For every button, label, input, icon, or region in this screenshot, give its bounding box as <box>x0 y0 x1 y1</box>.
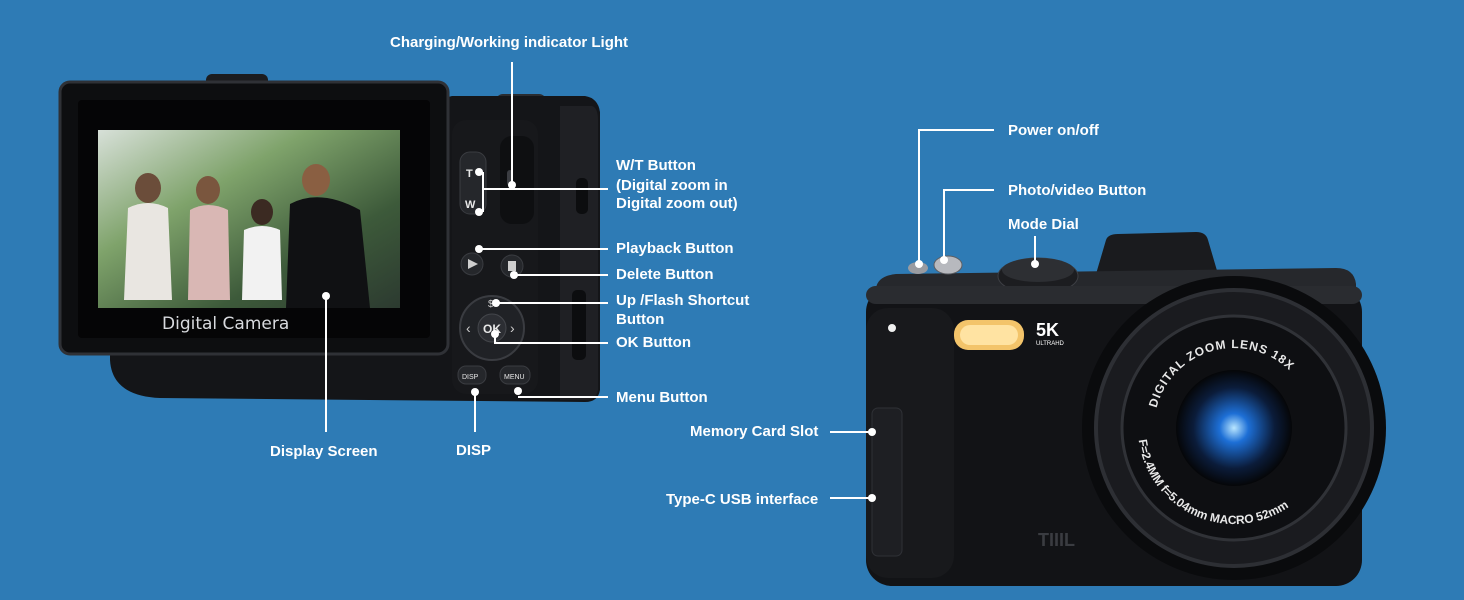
callout-dot-ok <box>491 330 499 338</box>
flash-hump <box>1096 232 1218 274</box>
front-camera-illustration: 5K ULTRAHD TIIIL DIGITAL ZOOM LENS 18X F… <box>866 232 1386 586</box>
callout-line-photo-v <box>943 189 945 259</box>
screen-photo-people <box>124 164 370 308</box>
callout-dot-display <box>322 292 330 300</box>
label-up-flash-line2: Button <box>616 311 665 328</box>
callout-dot-up-flash <box>492 299 500 307</box>
disp-button-label: DISP <box>462 374 479 381</box>
label-wt-button-line3: Digital zoom out) <box>616 195 738 212</box>
trash-icon <box>508 261 516 271</box>
label-wt-button-line2: (Digital zoom in <box>616 177 728 194</box>
callout-dot-usb <box>868 494 876 502</box>
label-memory-card: Memory Card Slot <box>690 423 819 440</box>
label-power: Power on/off <box>1008 122 1099 139</box>
badge-5k: 5K <box>1036 320 1059 340</box>
left-arrow-icon: ‹ <box>466 320 471 336</box>
callout-dot-wt-w <box>475 208 483 216</box>
callout-dot-delete <box>510 271 518 279</box>
callout-line-wt-vertical <box>482 172 484 212</box>
callout-line-wt <box>482 188 608 190</box>
badge-ultrahd: ULTRAHD <box>1036 341 1065 347</box>
shutter-button[interactable] <box>933 255 963 275</box>
label-delete-button: Delete Button <box>616 266 714 283</box>
label-ok-button: OK Button <box>616 334 691 351</box>
playback-icon <box>468 259 478 269</box>
callout-line-display <box>325 296 327 432</box>
callout-line-ok-vertical <box>494 334 496 344</box>
back-camera-illustration: Digital Camera T W OK ‹ › $ DISP MENU <box>58 74 600 402</box>
label-menu-button: Menu Button <box>616 389 708 406</box>
callout-line-charging <box>511 62 513 186</box>
thumb-grip <box>500 136 534 224</box>
callout-dot-menu <box>514 387 522 395</box>
callout-dot-mode <box>1031 260 1039 268</box>
label-playback-button: Playback Button <box>616 240 734 257</box>
callout-line-disp <box>474 392 476 432</box>
label-disp: DISP <box>456 442 492 459</box>
side-port-cover <box>572 290 586 360</box>
screen-caption: Digital Camera <box>162 314 289 334</box>
callout-dot-memory <box>868 428 876 436</box>
callout-line-photo-h <box>943 189 994 191</box>
callout-dot-playback <box>475 245 483 253</box>
callout-line-memory <box>830 431 872 433</box>
label-display-screen: Display Screen <box>270 443 378 460</box>
callout-line-usb <box>830 497 872 499</box>
menu-button-label: MENU <box>504 374 525 381</box>
callout-dot-wt-t <box>475 168 483 176</box>
callout-line-playback <box>480 248 608 250</box>
callout-dot-power <box>915 260 923 268</box>
callout-dot-disp <box>471 388 479 396</box>
label-wt-button-line1: W/T Button <box>616 157 696 174</box>
front-indicator <box>888 324 896 332</box>
body-right-edge <box>560 106 598 400</box>
callout-line-power-v <box>918 129 920 263</box>
menu-button[interactable] <box>499 365 531 385</box>
ok-button[interactable] <box>477 313 507 343</box>
callout-line-up-flash <box>496 302 608 304</box>
right-arrow-icon: › <box>510 320 515 336</box>
callout-line-ok <box>494 342 608 344</box>
label-mode-dial: Mode Dial <box>1008 216 1079 233</box>
callout-line-power-h <box>918 129 994 131</box>
memory-card-door <box>871 407 903 557</box>
callout-line-menu <box>518 396 608 398</box>
lens-glass <box>1176 370 1292 486</box>
power-button[interactable] <box>908 262 928 274</box>
label-photo-video: Photo/video Button <box>1008 182 1147 199</box>
callout-line-delete <box>514 274 608 276</box>
callout-dot-charging <box>508 181 516 189</box>
label-usb: Type-C USB interface <box>666 491 819 508</box>
label-up-flash-line1: Up /Flash Shortcut <box>616 292 750 309</box>
callout-dot-photo <box>940 256 948 264</box>
wt-t-label: T <box>466 168 473 180</box>
callout-line-mode <box>1034 236 1036 264</box>
wt-w-label: W <box>465 199 476 211</box>
mode-dial-top <box>1002 258 1074 282</box>
wt-rocker[interactable] <box>459 151 487 215</box>
label-charging-light: Charging/Working indicator Light <box>390 34 629 51</box>
strap-lug <box>576 178 588 214</box>
flash-window-inner <box>960 325 1018 345</box>
model-mark: TIIIL <box>1038 530 1075 550</box>
disp-button[interactable] <box>457 365 487 385</box>
flash-icon: $ <box>488 299 494 310</box>
